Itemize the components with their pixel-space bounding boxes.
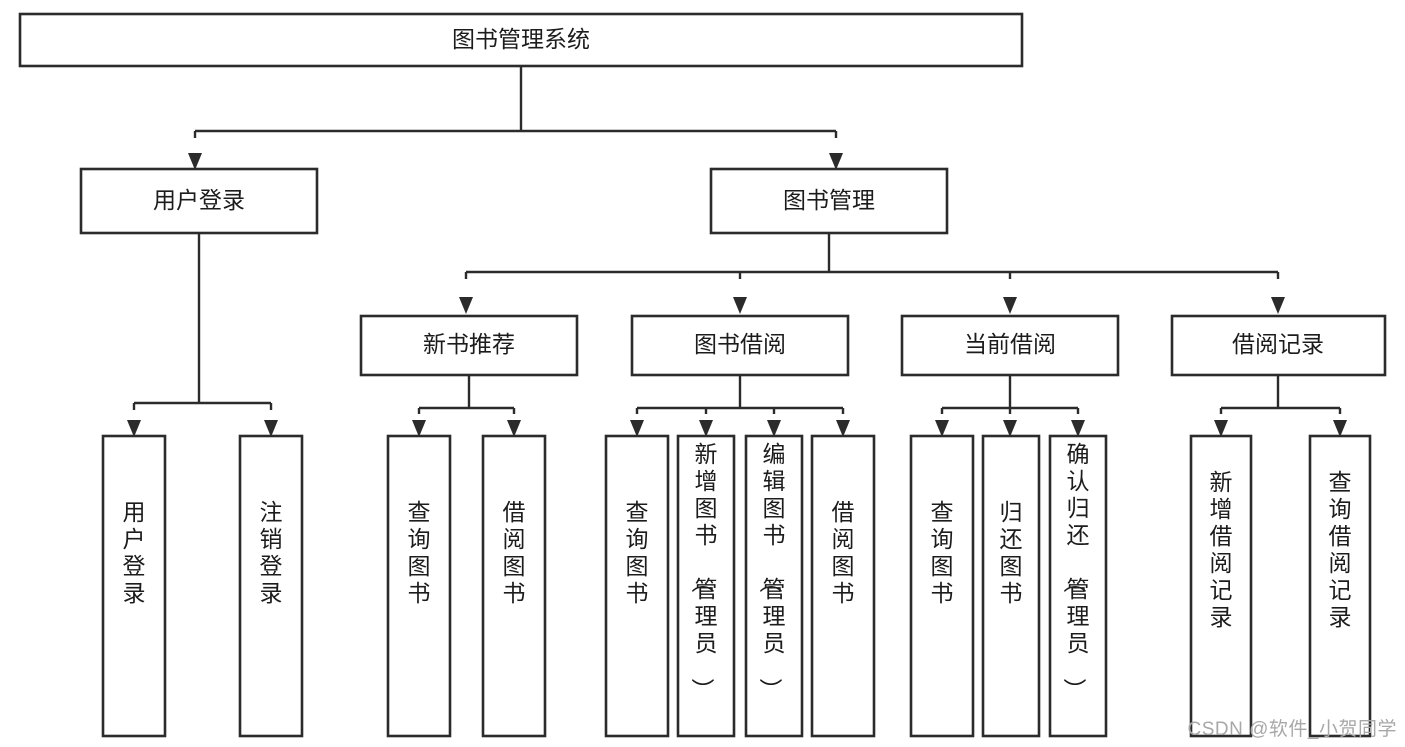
root-label: 图书管理系统	[452, 26, 590, 52]
link-newbook-bus	[417, 375, 516, 414]
level3-box-1[interactable]	[630, 314, 850, 377]
arrowhead-to-leaf-5	[699, 420, 713, 437]
arrowhead-to-leaf-12	[1333, 420, 1347, 437]
leaf-layer: 用户登录 注销登录 查询图书 借阅图书 查询图书 新增图书（管理员）	[101, 434, 1372, 738]
node-图书管理[interactable]: 图书管理	[709, 167, 949, 235]
node-当前借阅[interactable]: 当前借阅	[900, 314, 1120, 377]
leaf-box-7[interactable]	[810, 434, 876, 738]
level3-label-3: 借阅记录	[1232, 331, 1324, 357]
arrowhead-to-leaf-1	[264, 420, 278, 437]
arrowhead-to-leaf-10	[1071, 420, 1085, 437]
node-leaf-4[interactable]: 查询图书	[604, 434, 670, 738]
arrowhead-to-leaf-8	[935, 420, 949, 437]
node-leaf-12[interactable]: 查询借阅记录	[1308, 434, 1372, 738]
leaf-box-12[interactable]	[1308, 434, 1372, 738]
arrowhead-to-leaf-9	[1003, 420, 1017, 437]
node-root[interactable]: 图书管理系统	[18, 12, 1024, 68]
csdn-watermark: CSDN @软件_小贺同学	[1187, 719, 1397, 740]
node-leaf-9[interactable]: 归还图书	[981, 434, 1041, 738]
arrowhead-to-leaf-0	[127, 420, 141, 437]
leaf-label-2: 查询图书	[408, 499, 431, 606]
level3-box-2[interactable]	[900, 314, 1120, 377]
link-root-bus	[193, 66, 838, 138]
node-leaf-0[interactable]: 用户登录	[101, 434, 167, 738]
node-leaf-8[interactable]: 查询图书	[909, 434, 975, 738]
root-box[interactable]	[18, 12, 1024, 68]
leaf-box-9[interactable]	[981, 434, 1041, 738]
leaf-label-4: 查询图书	[626, 499, 649, 606]
leaf-label-1: 注销登录	[260, 499, 283, 606]
leaf-label-9: 归还图书	[1000, 499, 1023, 606]
node-leaf-10[interactable]: 确认归还（管理员）	[1048, 434, 1108, 738]
arrowhead-to-leaf-6	[767, 420, 781, 437]
arrowhead-to-用户登录	[188, 153, 202, 170]
level3-label-0: 新书推荐	[423, 331, 515, 357]
link-bookmgmt-bus	[464, 233, 1280, 279]
node-leaf-2[interactable]: 查询图书	[386, 434, 452, 738]
arrowhead-to-leaf-3	[507, 420, 521, 437]
leaf-label-12: 查询借阅记录	[1329, 469, 1352, 630]
leaf-box-4[interactable]	[604, 434, 670, 738]
arrowhead-to-图书管理	[829, 153, 843, 170]
level2-box-1[interactable]	[709, 167, 949, 235]
link-current-bus	[940, 375, 1080, 414]
leaf-box-3[interactable]	[481, 434, 547, 738]
node-leaf-6[interactable]: 编辑图书（管理员）	[744, 434, 804, 738]
leaf-box-11[interactable]	[1189, 434, 1253, 738]
node-leaf-7[interactable]: 借阅图书	[810, 434, 876, 738]
leaf-label-8: 查询图书	[931, 499, 954, 606]
level3-label-1: 图书借阅	[694, 331, 786, 357]
node-用户登录[interactable]: 用户登录	[79, 167, 319, 235]
arrowhead-to-leaf-7	[836, 420, 850, 437]
level3-label-2: 当前借阅	[964, 331, 1056, 357]
arrowhead-to-借阅记录	[1271, 297, 1285, 314]
leaf-label-7: 借阅图书	[832, 499, 855, 606]
node-leaf-3[interactable]: 借阅图书	[481, 434, 547, 738]
leaf-label-5: 新增图书（管理员）	[690, 441, 718, 701]
arrowhead-to-新书推荐	[459, 297, 473, 314]
leaf-box-8[interactable]	[909, 434, 975, 738]
leaf-label-11: 新增借阅记录	[1210, 469, 1233, 630]
leaf-box-2[interactable]	[386, 434, 452, 738]
leaf-box-1[interactable]	[238, 434, 304, 738]
arrowhead-to-leaf-2	[412, 420, 426, 437]
connector-layer	[127, 66, 1347, 437]
level3-box-0[interactable]	[359, 314, 579, 377]
level3-box-3[interactable]	[1170, 314, 1387, 377]
leaf-box-6[interactable]	[744, 434, 804, 738]
arrowhead-to-leaf-11	[1214, 420, 1228, 437]
node-leaf-5[interactable]: 新增图书（管理员）	[676, 434, 736, 738]
leaf-label-6: 编辑图书（管理员）	[758, 441, 786, 701]
leaf-label-0: 用户登录	[123, 499, 146, 606]
level2-label-0: 用户登录	[153, 187, 245, 213]
level2-box-0[interactable]	[79, 167, 319, 235]
node-leaf-1[interactable]: 注销登录	[238, 434, 304, 738]
leaf-box-5[interactable]	[676, 434, 736, 738]
node-新书推荐[interactable]: 新书推荐	[359, 314, 579, 377]
arrowhead-to-leaf-4	[630, 420, 644, 437]
arrowhead-to-当前借阅	[1003, 297, 1017, 314]
node-借阅记录[interactable]: 借阅记录	[1170, 314, 1387, 377]
leaf-label-10: 确认归还（管理员）	[1062, 441, 1090, 701]
link-borrow-bus	[635, 375, 845, 414]
node-leaf-11[interactable]: 新增借阅记录	[1189, 434, 1253, 738]
leaf-label-3: 借阅图书	[503, 499, 526, 606]
leaf-box-0[interactable]	[101, 434, 167, 738]
arrowhead-to-图书借阅	[733, 297, 747, 314]
level2-label-1: 图书管理	[783, 187, 875, 213]
leaf-box-10[interactable]	[1048, 434, 1108, 738]
link-record-bus	[1219, 375, 1342, 414]
node-图书借阅[interactable]: 图书借阅	[630, 314, 850, 377]
link-userlogin-bus	[132, 233, 273, 410]
